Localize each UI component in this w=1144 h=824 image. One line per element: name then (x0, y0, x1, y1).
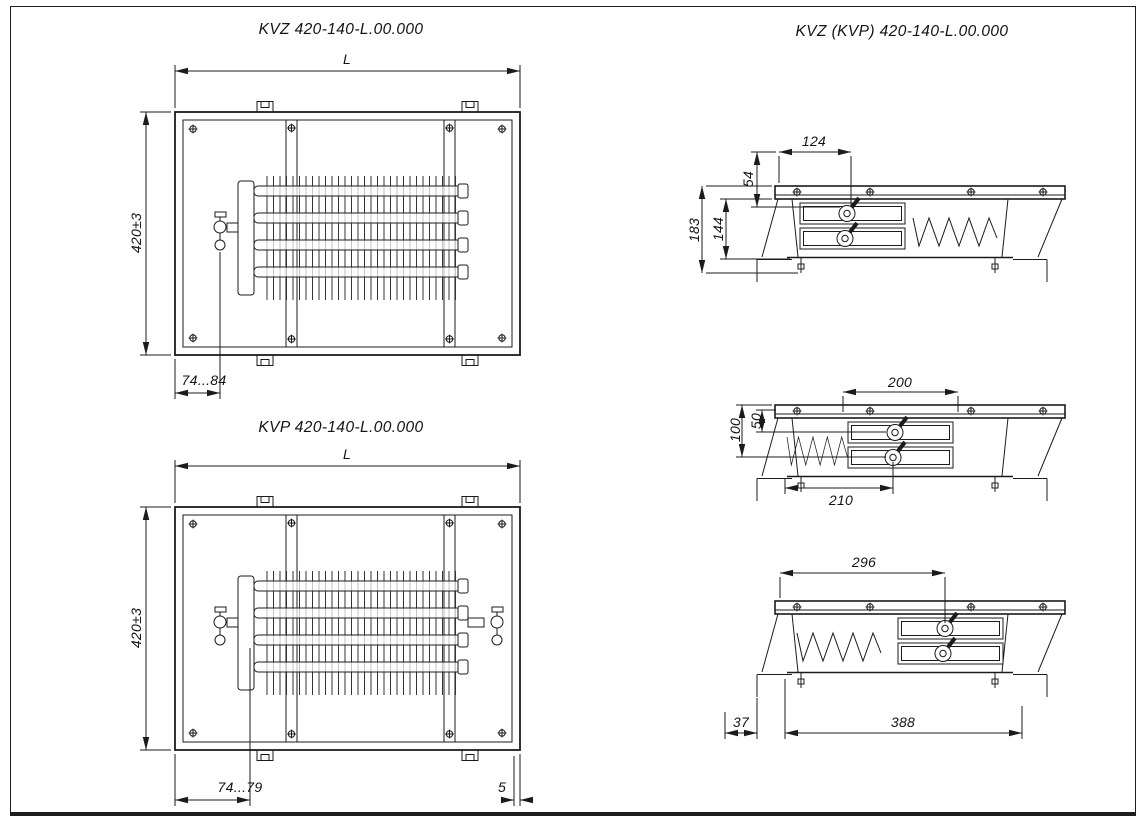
dim-label-183: 183 (686, 217, 702, 243)
dim-label-388: 388 (890, 714, 916, 730)
dim-label-100: 100 (727, 417, 743, 443)
kvz-top-view (175, 102, 520, 366)
dim-label-valve-offset-kvz: 74...84 (181, 372, 227, 388)
dim-label-37: 37 (732, 714, 750, 730)
dim-label-210: 210 (828, 492, 854, 508)
dim-label-50: 50 (748, 412, 764, 430)
dim-label-height-kvp: 420±3 (128, 607, 144, 649)
side-view-2 (756, 405, 1065, 502)
title-kvp: KVP 420-140-L.00.000 (258, 419, 424, 436)
dim-label-296: 296 (851, 554, 877, 570)
dim-label-200: 200 (887, 374, 913, 390)
kvp-right-valve (467, 606, 504, 646)
dim-label-length-kvp: L (342, 446, 352, 462)
dim-label-54: 54 (740, 170, 756, 188)
side-view-3 (756, 601, 1065, 698)
dim-label-edge-gap: 5 (497, 779, 507, 795)
title-kvz-kvp: KVZ (KVP) 420-140-L.00.000 (795, 23, 1009, 40)
title-kvz: KVZ 420-140-L.00.000 (258, 21, 424, 38)
side-view-1 (756, 186, 1065, 283)
kvp-top-view (175, 497, 520, 761)
dim-label-length-kvz: L (342, 51, 352, 67)
dim-label-124: 124 (801, 133, 827, 149)
dim-label-144: 144 (710, 216, 726, 242)
dim-label-height-kvz: 420±3 (128, 212, 144, 254)
dim-label-valve-offset-kvp: 74...79 (217, 779, 263, 795)
dimension-lines (140, 65, 1023, 806)
